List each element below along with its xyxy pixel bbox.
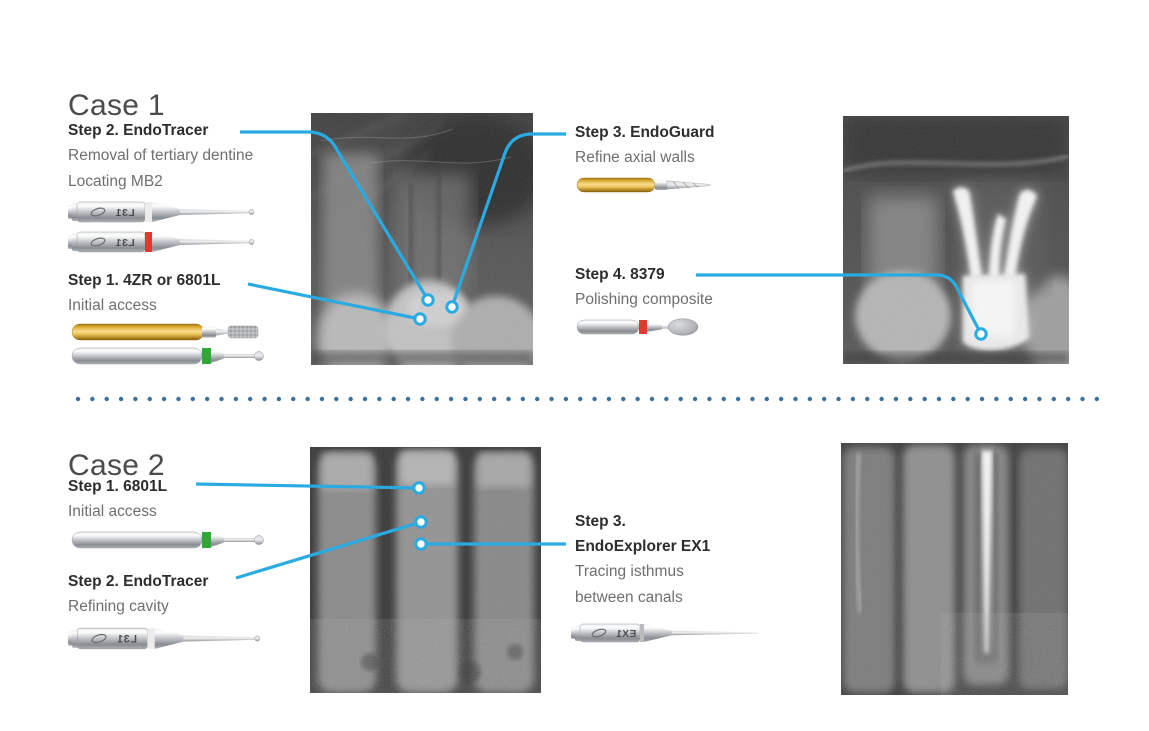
endoexplorer-ex1-bur-image: EX1 [571, 623, 759, 643]
step-title: Step 4. 8379 [575, 266, 665, 283]
color-band [202, 532, 211, 548]
brand-logo-icon [591, 628, 607, 638]
handle-label-mirrored: L31 [115, 237, 135, 249]
color-band [145, 232, 152, 252]
bur-8379-red-band-image [576, 318, 699, 336]
step-desc-line: Tracing isthmus [575, 563, 684, 580]
color-band [639, 320, 647, 334]
step-desc-line: Refine axial walls [575, 149, 695, 166]
brand-logo-icon [90, 207, 106, 217]
endoguard-bur-image [576, 177, 712, 193]
step-title: Step 2. EndoTracer [68, 122, 209, 139]
handle-label-mirrored: L31 [115, 207, 135, 219]
case2-step3-block: Step 3. EndoExplorer EX1 Tracing isthmus… [575, 509, 710, 611]
bur-4zr-gold-image [71, 323, 259, 341]
bur-6801l-green-band-image [71, 347, 264, 365]
color-band [145, 202, 152, 222]
step-desc-line: Removal of tertiary dentine [68, 147, 254, 164]
endotracer-bur-white-band-image: L31 [68, 201, 255, 223]
case1-step2-block: Step 2. EndoTracer Removal of tertiary d… [68, 118, 253, 195]
brand-logo-icon [90, 237, 106, 247]
step-title: Step 3. EndoGuard [575, 124, 715, 141]
step-desc-line: Locating MB2 [68, 173, 163, 190]
xray-case2-access [310, 447, 541, 693]
xray-case2-result [841, 443, 1068, 695]
handle-label-mirrored: L31 [117, 634, 137, 646]
case2-title: Case 2 [68, 448, 165, 482]
step-desc-line: between canals [575, 589, 683, 606]
color-band [147, 628, 155, 649]
brand-logo-icon [91, 633, 107, 644]
case2-step1-block: Step 1. 6801L Initial access [68, 474, 167, 525]
step-desc-line: Initial access [68, 503, 157, 520]
case1-step4-block: Step 4. 8379 Polishing composite [575, 262, 713, 313]
step-title: Step 3. [575, 513, 626, 530]
step-title: EndoExplorer EX1 [575, 538, 711, 555]
endotracer-bur-red-band-image: L31 [68, 231, 255, 253]
color-band [202, 348, 211, 364]
step-desc-line: Polishing composite [575, 291, 713, 308]
step-title: Step 2. EndoTracer [68, 573, 209, 590]
step-title: Step 1. 4ZR or 6801L [68, 272, 221, 289]
step-title: Step 1. 6801L [68, 478, 168, 495]
step-desc-line: Initial access [68, 297, 157, 314]
case1-step1-block: Step 1. 4ZR or 6801L Initial access [68, 268, 220, 319]
step-desc-line: Refining cavity [68, 598, 169, 615]
endotracer-bur-image: L31 [68, 627, 261, 650]
bur-6801l-green-band-image [71, 531, 264, 549]
case1-step3-block: Step 3. EndoGuard Refine axial walls [575, 120, 715, 171]
case1-title: Case 1 [68, 88, 165, 122]
case2-step2-block: Step 2. EndoTracer Refining cavity [68, 569, 208, 620]
handle-label-mirrored: EX1 [616, 629, 636, 640]
xray-case1-access [311, 113, 533, 365]
xray-case1-result [843, 116, 1069, 364]
